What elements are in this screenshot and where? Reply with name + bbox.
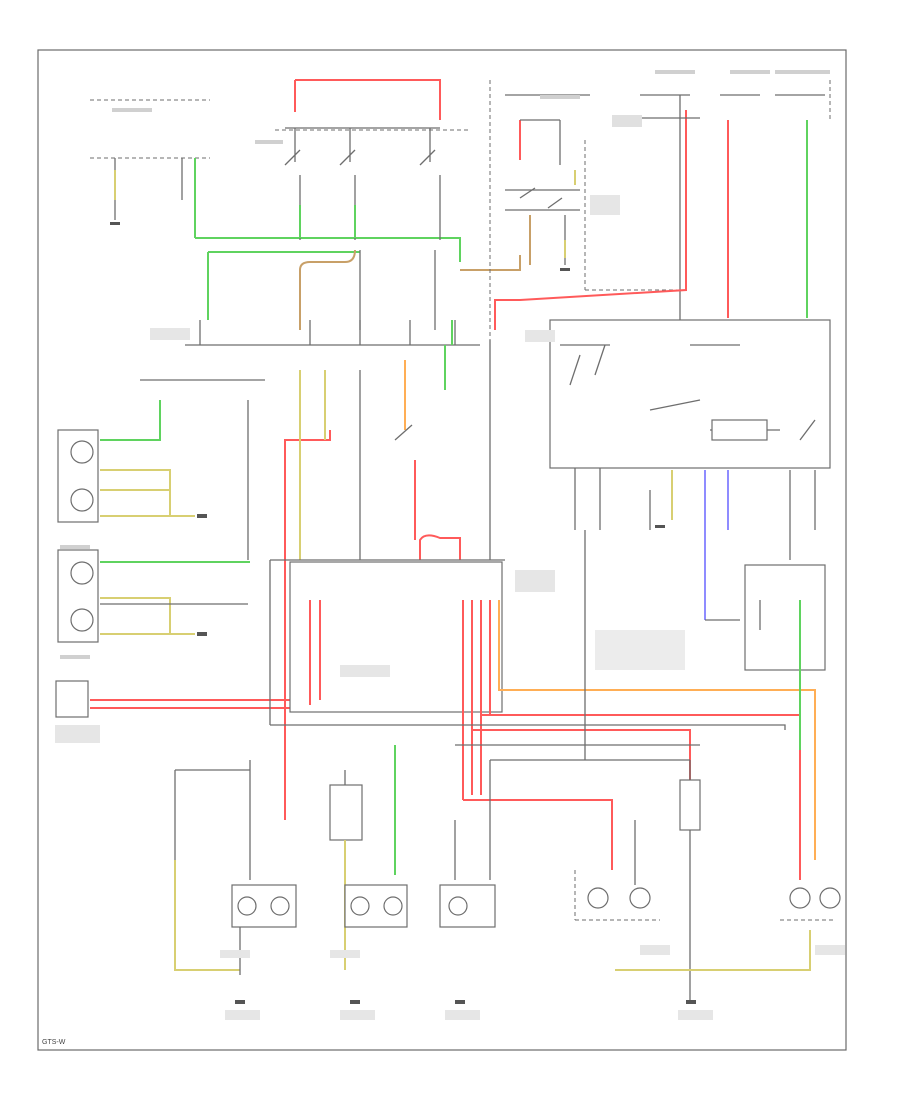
- left-rear-module: [679, 779, 701, 831]
- right-headlight-lamp-1: [70, 561, 94, 585]
- top-right-relays: [489, 80, 831, 340]
- right-front-lamp-housing-top: [329, 784, 363, 841]
- ground-instrument: [455, 1000, 465, 1004]
- top-left-section: [90, 99, 461, 320]
- ground-left-front: [235, 1000, 245, 1004]
- right-rear-lamp-1: [789, 887, 811, 909]
- footer-code: GTS-W: [42, 1039, 66, 1046]
- control-module-box: [289, 561, 503, 713]
- diagram-frame: [37, 49, 847, 1051]
- right-rear-lamp-2: [819, 887, 841, 909]
- left-lamps: [55, 400, 321, 718]
- rear-lamps: [174, 744, 841, 1004]
- headlight-switch: [275, 79, 521, 330]
- ground-symbol: [110, 222, 120, 225]
- label-marks: [55, 70, 845, 1020]
- right-headlight-lamp-2: [70, 608, 94, 632]
- fuse-row: [140, 320, 480, 390]
- hazard-flasher-box: [744, 564, 826, 671]
- left-headlight-lamp-2: [70, 488, 94, 512]
- left-rear-lamp-2: [629, 887, 651, 909]
- front-module-box: [55, 680, 89, 718]
- ground-rear: [686, 1000, 696, 1004]
- multifunction-switch: [549, 319, 831, 760]
- ground-right-front: [350, 1000, 360, 1004]
- left-rear-lamp-1: [587, 887, 609, 909]
- multifunction-switch-box: [549, 319, 831, 469]
- left-headlight-lamp-1: [70, 440, 94, 464]
